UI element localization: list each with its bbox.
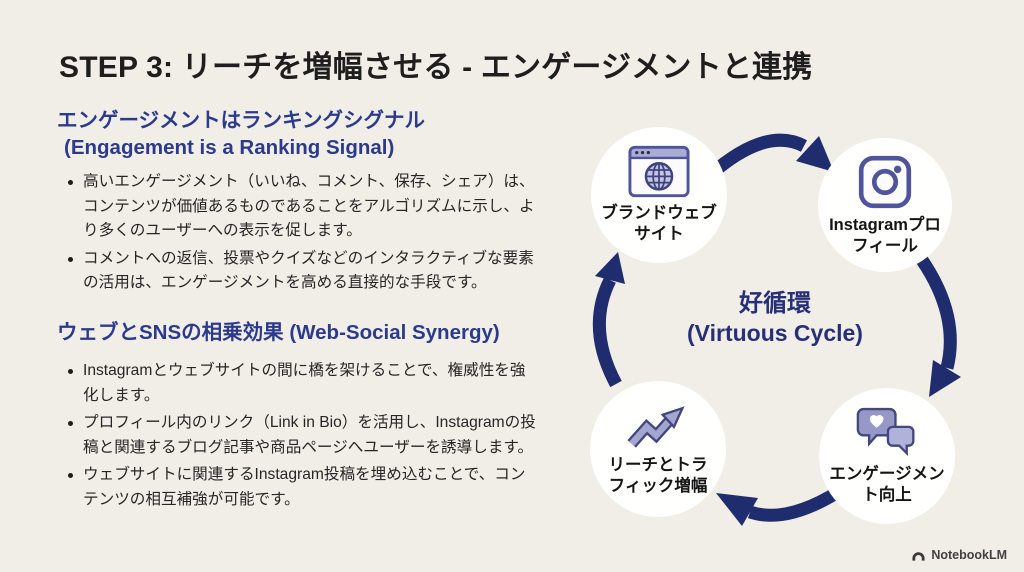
virtuous-cycle-diagram: ブランドウェブ サイト Instagramプロ フィール リーチとトラ フィック… [570, 120, 1000, 540]
notebooklm-brand-text: NotebookLM [931, 548, 1007, 562]
bullet-text: ウェブサイトに関連するInstagram投稿を埋め込むことで、コンテンツの相互補… [83, 466, 526, 508]
node-label: リーチとトラ フィック増幅 [608, 455, 708, 495]
chat-heart-icon [856, 407, 915, 457]
arrow-left [592, 277, 622, 388]
instagram-icon [858, 155, 912, 208]
browser-globe-icon [628, 145, 690, 198]
cycle-center-label: 好循環 (Virtuous Cycle) [645, 288, 905, 349]
section1-bullet-list: 高いエンゲージメント（いいね、コメント、保存、シェア）は、コンテンツが価値あるも… [57, 170, 537, 295]
bullet-item: プロフィール内のリンク（Link in Bio）を活用し、Instagramの投… [68, 411, 537, 460]
section2-heading: ウェブとSNSの相乗効果 (Web-Social Synergy) [57, 320, 500, 344]
cycle-arrows [592, 133, 961, 526]
arrowhead-top [796, 136, 834, 172]
cycle-title-jp: 好循環 [739, 290, 811, 317]
bullet-text: コメントへの返信、投票やクイズなどのインタラクティブな要素の活用は、エンゲージメ… [83, 249, 534, 292]
bullet-dot [68, 180, 73, 186]
section1-heading: エンゲージメントはランキングシグナル (Engagement is a Rank… [57, 108, 537, 161]
node-label: ブランドウェブ サイト [601, 204, 717, 243]
notebooklm-brand: NotebookLM [911, 548, 1007, 562]
bullet-item: コメントへの返信、投票やクイズなどのインタラクティブな要素の活用は、エンゲージメ… [68, 247, 537, 296]
bullet-dot [68, 421, 73, 427]
arrowhead-right [929, 360, 961, 397]
bullet-item: 高いエンゲージメント（いいね、コメント、保存、シェア）は、コンテンツが価値あるも… [68, 170, 537, 243]
bullet-text: 高いエンゲージメント（いいね、コメント、保存、シェア）は、コンテンツが価値あるも… [83, 173, 535, 240]
bullet-dot [68, 369, 73, 375]
page-title: STEP 3: リーチを増幅させる - エンゲージメントと連携 [59, 51, 813, 84]
node-brand-website: ブランドウェブ サイト [591, 127, 727, 263]
section1-heading-jp: エンゲージメントはランキングシグナル [57, 109, 425, 132]
arrowhead-left [595, 252, 625, 284]
bullet-item: ウェブサイトに関連するInstagram投稿を埋め込むことで、コンテンツの相互補… [68, 463, 537, 512]
bullet-text: Instagramとウェブサイトの間に橋を架けることで、権威性を強化します。 [83, 362, 526, 404]
node-reach-traffic: リーチとトラ フィック増幅 [590, 381, 726, 517]
node-label: Instagramプロ フィール [829, 215, 941, 255]
arrow-bottom [747, 486, 842, 522]
bullet-dot [68, 473, 73, 479]
bullet-item: Instagramとウェブサイトの間に橋を架けることで、権威性を強化します。 [68, 359, 537, 408]
node-instagram-profile: Instagramプロ フィール [818, 138, 952, 272]
text-column: エンゲージメントはランキングシグナル (Engagement is a Rank… [57, 108, 537, 515]
arrow-right [916, 256, 957, 370]
section1-heading-en: (Engagement is a Ranking Signal) [64, 135, 395, 159]
arrow-top [705, 133, 808, 180]
arrowhead-bottom [716, 493, 758, 526]
node-label: エンゲージメン ト向上 [829, 465, 945, 504]
trending-up-icon [627, 405, 685, 448]
notebooklm-logo-icon [912, 551, 925, 561]
cycle-title-en: (Virtuous Cycle) [687, 320, 863, 347]
bullet-dot [68, 256, 73, 262]
section2-bullet-list: Instagramとウェブサイトの間に橋を架けることで、権威性を強化します。 プ… [57, 359, 537, 512]
node-engagement: エンゲージメン ト向上 [819, 388, 955, 524]
bullet-text: プロフィール内のリンク（Link in Bio）を活用し、Instagramの投… [83, 414, 536, 456]
